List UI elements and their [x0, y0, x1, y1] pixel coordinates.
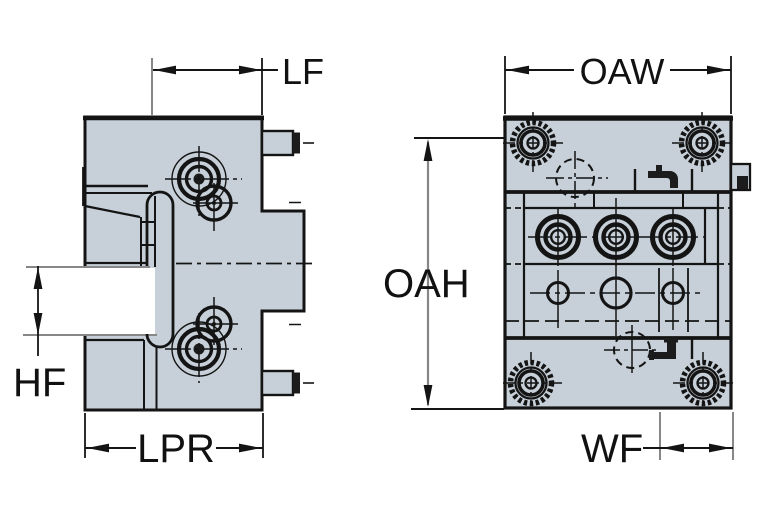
front-view-drawing: OAW OAH WF — [383, 51, 752, 471]
knurled-screw — [672, 112, 733, 174]
side-view-drawing: HF LF LPR — [13, 51, 324, 471]
position-marker — [546, 151, 608, 207]
dim-label-lpr: LPR — [137, 427, 215, 471]
dim-lf: LF — [151, 51, 324, 115]
knurled-screw — [503, 112, 564, 174]
dim-oah: OAH — [383, 137, 504, 410]
torx-screw — [593, 198, 639, 266]
insert-cassette-frame — [505, 192, 731, 338]
coolant-hole — [661, 268, 685, 330]
side-clamp-block — [729, 162, 752, 192]
coolant-hole — [599, 264, 633, 336]
knurled-screw — [673, 352, 733, 407]
mounting-screw-row — [528, 198, 706, 266]
coolant-hole — [546, 270, 570, 328]
coolant-hole-row — [530, 264, 702, 336]
dim-hf: HF — [13, 266, 66, 405]
clamp-screw-bottom-large — [165, 313, 242, 383]
dim-label-lf: LF — [282, 51, 324, 92]
dim-wf: WF — [581, 412, 734, 471]
dim-oaw: OAW — [504, 51, 732, 114]
blade-bar — [23, 266, 175, 349]
locating-pin-top — [260, 129, 314, 157]
dim-label-oaw: OAW — [580, 51, 665, 92]
tool-body-front — [503, 115, 733, 410]
dim-label-wf: WF — [581, 427, 643, 471]
dim-label-hf: HF — [13, 361, 66, 405]
torx-screw — [535, 208, 581, 266]
blade-clamp-detail — [82, 167, 175, 410]
knurled-screw — [503, 352, 562, 407]
torx-screw — [650, 208, 696, 266]
dim-label-oah: OAH — [383, 262, 470, 306]
top-band-details — [546, 151, 694, 207]
coolant-faucet-icon — [648, 165, 678, 188]
clamp-screw-top-small — [193, 183, 301, 231]
coolant-elbow-icon — [649, 338, 678, 360]
locating-pin-bottom — [260, 369, 314, 397]
bottom-band-details — [604, 325, 694, 373]
dim-lpr: LPR — [84, 413, 264, 471]
